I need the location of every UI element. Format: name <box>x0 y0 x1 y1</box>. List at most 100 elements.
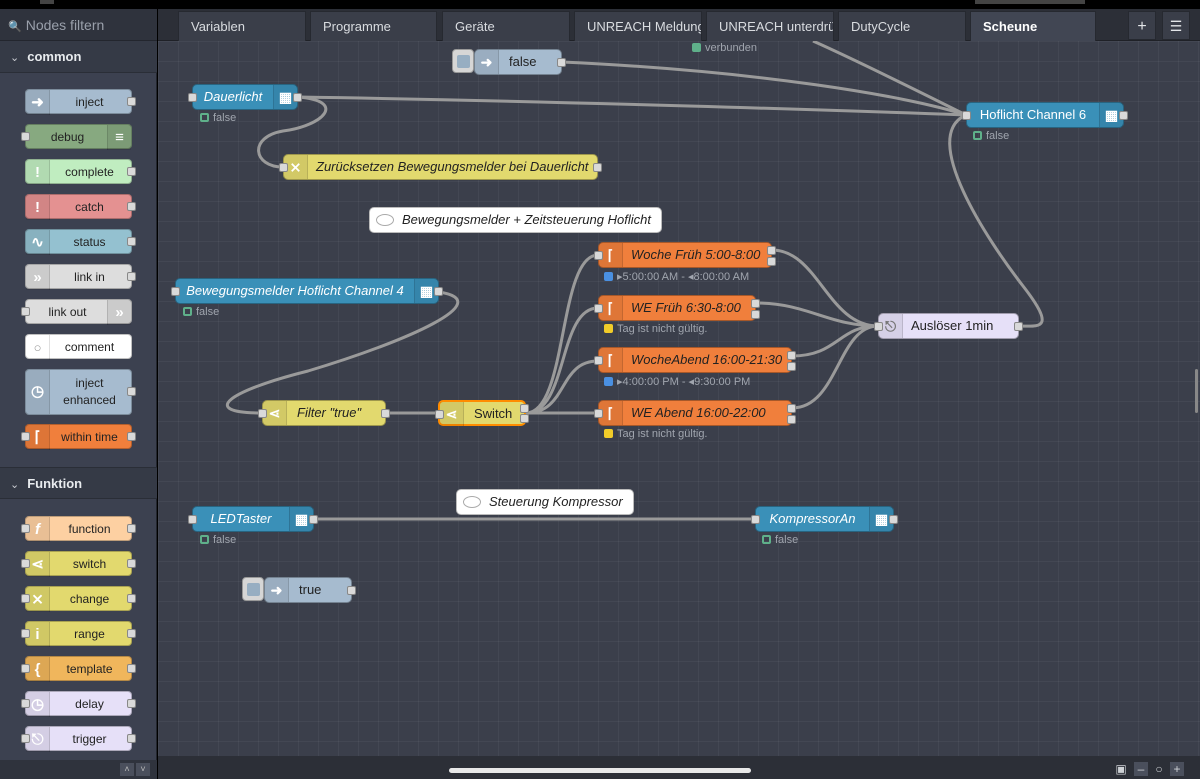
output-port[interactable] <box>557 58 566 67</box>
inject-trigger-button[interactable] <box>452 49 474 73</box>
palette-node-link-out[interactable]: link out» <box>21 299 132 325</box>
inject-node-true[interactable]: ➜true <box>264 577 356 603</box>
node-label: WE Früh 6:30-8:00 <box>631 300 741 315</box>
input-port[interactable] <box>751 515 760 524</box>
output-port[interactable] <box>787 351 796 360</box>
output-port[interactable] <box>309 515 318 524</box>
map-icon[interactable]: ▣ <box>1115 762 1127 776</box>
palette-node-debug[interactable]: debug≡ <box>21 124 132 150</box>
comment-node-kompressor[interactable]: Steuerung Kompressor <box>456 489 634 515</box>
input-port[interactable] <box>594 356 603 365</box>
output-port[interactable] <box>751 310 760 319</box>
palette-category-common[interactable]: ⌄common <box>0 41 157 73</box>
comment-icon <box>463 496 481 508</box>
status-dot <box>183 307 192 316</box>
output-port[interactable] <box>1119 111 1128 120</box>
palette-node-trigger[interactable]: ⎋trigger <box>21 726 136 752</box>
palette-node-status[interactable]: ∿status <box>25 229 136 255</box>
palette-node-link-in[interactable]: »link in <box>25 264 136 290</box>
input-port[interactable] <box>258 409 267 418</box>
output-port[interactable] <box>434 287 443 296</box>
tab-variablen[interactable]: Variablen <box>178 11 306 41</box>
ccu-node-bewegungsmelder[interactable]: Bewegungsmelder Hoflicht Channel 4▦ <box>171 278 443 304</box>
trigger-node-ausloeser[interactable]: ⎋Auslöser 1min <box>874 313 1023 339</box>
add-flow-button[interactable]: + <box>1128 11 1156 40</box>
inject-node-false[interactable]: ➜false <box>474 49 566 75</box>
ccu-node-kompressor-an[interactable]: KompressorAn▦ <box>751 506 898 532</box>
palette-filter-input[interactable]: 🔍Nodes filtern <box>0 9 157 41</box>
output-port[interactable] <box>520 404 529 413</box>
switch-node-filter-true[interactable]: ⋖Filter "true" <box>258 400 390 426</box>
palette-node-inject[interactable]: ➜inject <box>25 89 136 115</box>
within-time-node-woche-abend[interactable]: ⌈WocheAbend 16:00-21:30 <box>594 347 796 373</box>
output-port[interactable] <box>751 299 760 308</box>
switch-node-switch[interactable]: ⋖Switch <box>435 400 529 426</box>
collapse-all-button[interactable]: ˄ <box>120 763 134 776</box>
palette-node-change[interactable]: ⨯change <box>21 586 136 612</box>
flow-list-button[interactable]: ☰ <box>1162 11 1190 40</box>
output-port[interactable] <box>520 414 529 423</box>
palette-node-template[interactable]: {template <box>21 656 136 682</box>
palette-node-within-time[interactable]: ⌈within time <box>21 424 136 450</box>
output-port[interactable] <box>347 586 356 595</box>
ccu-node-hoflicht-channel-6[interactable]: Hoflicht Channel 6▦ <box>962 102 1128 128</box>
output-port[interactable] <box>593 163 602 172</box>
output-port <box>127 734 136 743</box>
inject-trigger-button[interactable] <box>242 577 264 601</box>
change-node-zuruecksetzen[interactable]: ⨯Zurücksetzen Bewegungsmelder bei Dauerl… <box>279 154 602 180</box>
within-time-node-we-frueh[interactable]: ⌈WE Früh 6:30-8:00 <box>594 295 760 321</box>
input-port[interactable] <box>594 409 603 418</box>
palette-node-comment[interactable]: ○comment <box>25 334 132 360</box>
input-port[interactable] <box>594 304 603 313</box>
output-port[interactable] <box>381 409 390 418</box>
input-port[interactable] <box>279 163 288 172</box>
tab-geraete[interactable]: Geräte <box>442 11 570 41</box>
link-out-icon: » <box>107 300 131 325</box>
palette-node-complete[interactable]: !complete <box>25 159 136 185</box>
palette-node-inject-enhanced[interactable]: ◷inject enhanced <box>25 369 136 415</box>
tab-programme[interactable]: Programme <box>310 11 437 41</box>
tab-unreach-unterdruecken[interactable]: UNREACH unterdrücken <box>706 11 834 41</box>
within-time-node-woche-frueh[interactable]: ⌈Woche Früh 5:00-8:00 <box>594 242 776 268</box>
workspace-scrollbar[interactable] <box>1195 369 1198 413</box>
input-port[interactable] <box>874 322 883 331</box>
ccu-node-dauerlicht[interactable]: Dauerlicht▦ <box>188 84 302 110</box>
tab-dutycycle[interactable]: DutyCycle <box>838 11 966 41</box>
output-port[interactable] <box>767 257 776 266</box>
input-port[interactable] <box>594 251 603 260</box>
output-port[interactable] <box>1014 322 1023 331</box>
palette-footer: ˄ ˅ <box>0 760 157 779</box>
input-port[interactable] <box>188 515 197 524</box>
status-text: Tag ist nicht gültig. <box>617 428 708 440</box>
output-port[interactable] <box>293 93 302 102</box>
expand-all-button[interactable]: ˅ <box>136 763 150 776</box>
ccu-node-ledtaster[interactable]: LEDTaster▦ <box>188 506 318 532</box>
palette-node-label: range <box>74 627 105 641</box>
within-time-node-we-abend[interactable]: ⌈WE Abend 16:00-22:00 <box>594 400 796 426</box>
input-port <box>21 307 30 316</box>
input-port[interactable] <box>171 287 180 296</box>
input-port[interactable] <box>962 111 971 120</box>
input-port[interactable] <box>188 93 197 102</box>
input-port[interactable] <box>435 410 444 419</box>
zoom-out-button[interactable]: – <box>1134 762 1148 776</box>
palette-node-delay[interactable]: ◷delay <box>21 691 136 717</box>
output-port[interactable] <box>787 404 796 413</box>
output-port[interactable] <box>787 415 796 424</box>
output-port[interactable] <box>767 246 776 255</box>
flow-workspace[interactable]: verbunden ➜false Dauerlicht▦ false ⨯Zurü… <box>158 41 1200 756</box>
tab-label: Programme <box>323 19 391 34</box>
tab-scheune[interactable]: Scheune <box>970 11 1096 42</box>
tab-unreach-meldungen[interactable]: UNREACH Meldungen <box>574 11 702 41</box>
output-port[interactable] <box>889 515 898 524</box>
zoom-in-button[interactable]: + <box>1170 762 1184 776</box>
comment-node-bewegungsmelder[interactable]: Bewegungsmelder + Zeitsteuerung Hoflicht <box>369 207 662 233</box>
plus-icon: + <box>1137 18 1147 35</box>
palette-node-switch[interactable]: ⋖switch <box>21 551 136 577</box>
output-port[interactable] <box>787 362 796 371</box>
palette-node-catch[interactable]: !catch <box>25 194 136 220</box>
palette-category-funktion[interactable]: ⌄Funktion <box>0 467 157 499</box>
zoom-reset-button[interactable]: ○ <box>1155 762 1163 776</box>
